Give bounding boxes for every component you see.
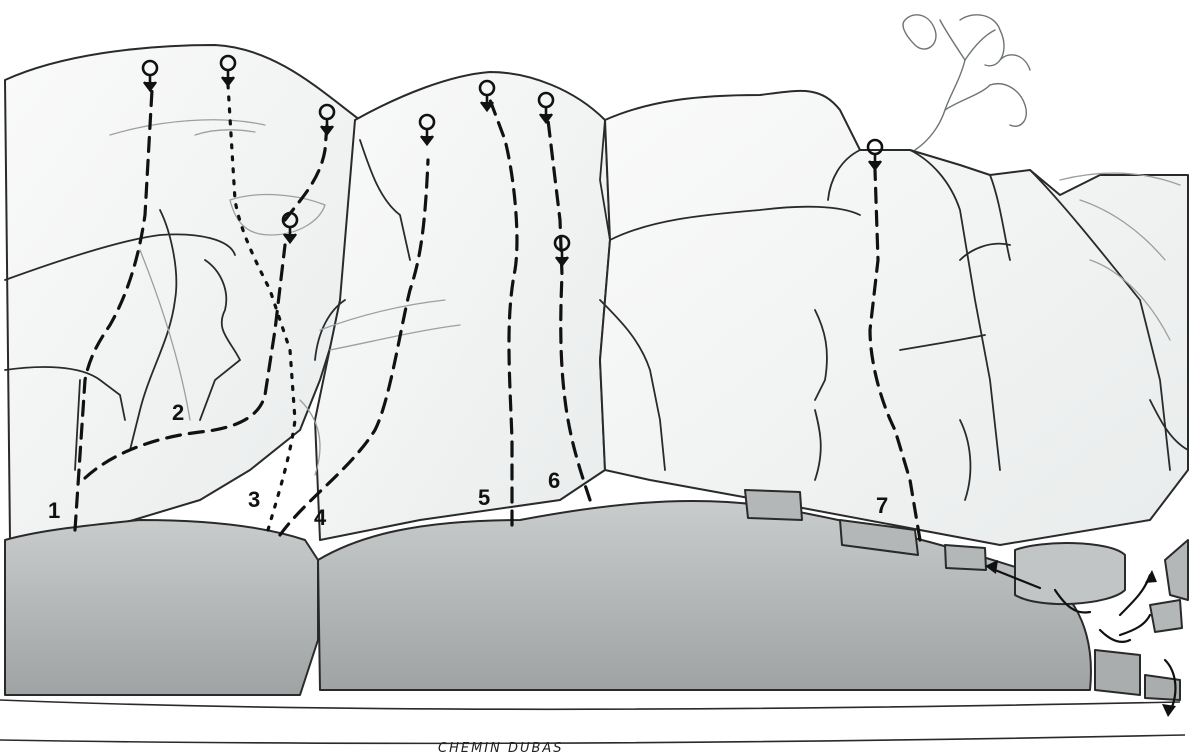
- boulder-right-2: [1150, 600, 1182, 632]
- right-wall: [600, 91, 1188, 545]
- route-number-7: 7: [876, 493, 888, 518]
- boulder-right-3: [1095, 650, 1140, 695]
- boulder-right-5: [1165, 540, 1188, 600]
- route-number-3: 3: [248, 487, 260, 512]
- boulder-block-1: [745, 490, 802, 520]
- central-tower: [315, 72, 610, 540]
- route-number-6: 6: [548, 468, 560, 493]
- ground-lines: [0, 700, 1185, 743]
- route-number-5: 5: [478, 485, 490, 510]
- topo-caption: CHEMIN DUBAS: [438, 741, 564, 755]
- left-dome: [5, 45, 360, 540]
- boulder-left: [5, 520, 318, 695]
- route-number-4: 4: [314, 505, 327, 530]
- route-number-2: 2: [172, 400, 184, 425]
- boulder-block-3: [945, 545, 986, 570]
- route-number-1: 1: [48, 498, 60, 523]
- boulder-right-1: [1015, 543, 1125, 604]
- tree-sketch: [903, 15, 1030, 150]
- cliff-outlines: [5, 45, 1188, 545]
